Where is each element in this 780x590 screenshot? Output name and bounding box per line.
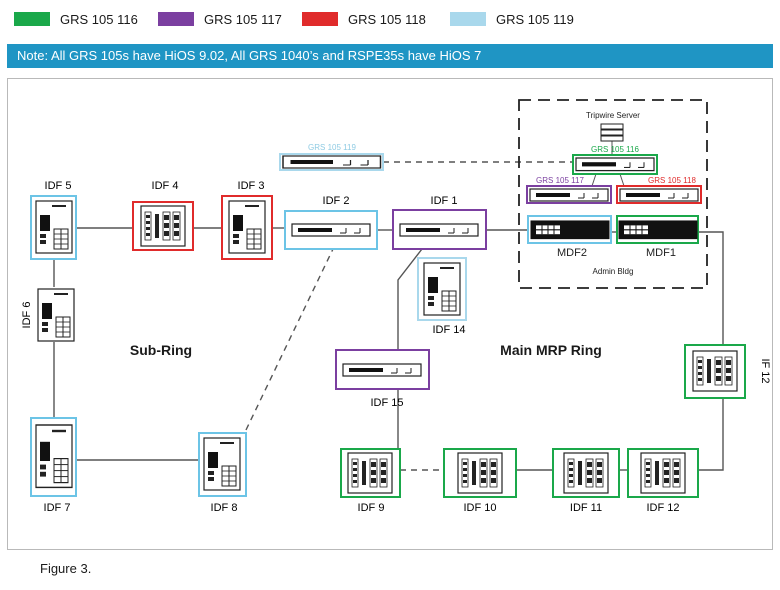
legend-swatch [14, 12, 50, 26]
legend-item-grs-105-116: GRS 105 116 [14, 8, 138, 30]
idf8-label: IDF 8 [211, 502, 238, 514]
grs-105-117-label: GRS 105 117 [536, 176, 584, 185]
link-116-117 [591, 173, 597, 187]
legend-label: GRS 105 116 [60, 11, 138, 27]
legend-label: GRS 105 119 [496, 11, 574, 27]
grs-105-118-label: GRS 105 118 [648, 176, 696, 185]
legend-swatch [158, 12, 194, 26]
mdf1-label: MDF1 [646, 247, 676, 259]
legend-swatch [450, 12, 486, 26]
idf5-label: IDF 5 [45, 180, 72, 192]
admin-bldg-label: Admin Bldg [593, 267, 634, 276]
grs-105-116-label: GRS 105 116 [591, 145, 639, 154]
idf3-label: IDF 3 [238, 180, 265, 192]
idf15-label: IDF 15 [370, 397, 403, 409]
legend-swatch [302, 12, 338, 26]
idf1-label: IDF 1 [431, 195, 458, 207]
admin-bldg-box [518, 99, 708, 289]
idf14-label: IDF 14 [432, 324, 465, 336]
link-idf8-idf2-dashed [245, 248, 334, 431]
legend-item-grs-105-119: GRS 105 119 [450, 8, 574, 30]
legend-label: GRS 105 118 [348, 11, 426, 27]
legend-item-grs-105-117: GRS 105 117 [158, 8, 282, 30]
mdf2-label: MDF2 [557, 247, 587, 259]
link-idf12-if12 [698, 398, 724, 471]
note-banner: Note: All GRS 105s have HiOS 9.02, All G… [7, 44, 773, 68]
legend-label: GRS 105 117 [204, 11, 282, 27]
link-idf1-idf15 [397, 248, 423, 350]
idf7-label: IDF 7 [44, 502, 71, 514]
idf6-switch [37, 288, 75, 342]
idf9-label: IDF 9 [358, 502, 385, 514]
server-icon [600, 123, 624, 142]
legend-item-grs-105-118: GRS 105 118 [302, 8, 426, 30]
idf11-label: IDF 11 [570, 502, 602, 514]
link-116-118 [619, 173, 625, 187]
idf2-label: IDF 2 [323, 195, 350, 207]
idf4-label: IDF 4 [152, 180, 179, 192]
main-ring-label: Main MRP Ring [500, 342, 602, 358]
figure-caption: Figure 3. [40, 561, 92, 576]
sub-ring-label: Sub-Ring [130, 342, 192, 358]
idf10-label: IDF 10 [463, 502, 496, 514]
tripwire-server-label: Tripwire Server [586, 111, 640, 120]
idf6-label: IDF 6 [21, 302, 33, 329]
diagram-frame [7, 78, 773, 550]
if12-label: IF 12 [759, 358, 771, 383]
idf12-label: IDF 12 [646, 502, 679, 514]
grs-105-119-label: GRS 105 119 [308, 143, 356, 152]
link-if12-mdf1 [698, 231, 724, 345]
